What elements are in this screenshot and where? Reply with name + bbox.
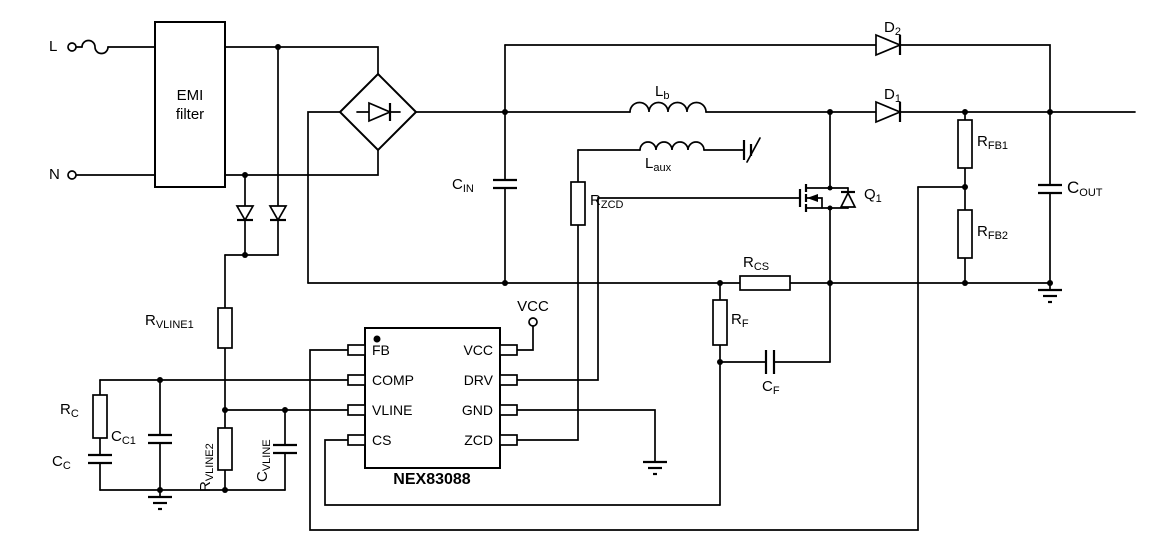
capacitor-cin — [493, 178, 517, 190]
inductor-lb — [629, 101, 707, 113]
pin-label-zcd: ZCD — [464, 432, 493, 448]
resistor-rf — [712, 299, 728, 346]
line-terminal-circle — [67, 42, 77, 52]
neutral-terminal-circle — [67, 170, 77, 180]
label-rfb1: RFB1 — [977, 133, 1009, 152]
pin-stub-zcd — [499, 434, 518, 446]
pin-label-cs: CS — [372, 432, 392, 448]
diode-d2-symbol — [875, 33, 903, 57]
resistor-rcs — [739, 275, 791, 291]
capacitor-cout — [1038, 183, 1062, 195]
mosfet-q1-symbol — [798, 184, 857, 212]
label-cf: CF — [762, 378, 780, 397]
fuse-symbol — [81, 39, 109, 55]
label-cvline: CVLINE — [254, 439, 273, 482]
label-d2: D2 — [884, 19, 901, 38]
pin-label-fb: FB — [372, 342, 390, 358]
resistor-rfb1 — [957, 119, 973, 169]
label-cin: CIN — [452, 176, 474, 195]
emi-filter-label: EMI filter — [155, 86, 225, 124]
pin-stub-vline — [347, 404, 366, 416]
label-rzcd: RZCD — [590, 192, 624, 211]
pin1-marker-dot — [373, 335, 381, 343]
pin-stub-comp — [347, 374, 366, 386]
resistor-rfb2 — [957, 209, 973, 259]
wire-layer — [75, 39, 1136, 531]
capacitor-cvline — [273, 443, 297, 455]
label-rvline1: RVLINE1 — [145, 312, 194, 331]
sense-diode-left — [235, 205, 255, 222]
label-rvline2: RVLINE2 — [197, 443, 216, 492]
resistor-rvline1 — [217, 307, 233, 349]
label-cout: COUT — [1067, 178, 1103, 200]
label-laux: Laux — [645, 155, 672, 174]
ground-symbol-left — [148, 495, 172, 511]
label-q1: Q1 — [864, 186, 882, 205]
resistor-rc — [92, 394, 108, 439]
pin-label-vline: VLINE — [372, 402, 413, 418]
capacitor-cf — [764, 350, 776, 374]
bridge-rectifier-symbol — [338, 72, 418, 152]
emi-filter-line1: EMI — [176, 87, 204, 104]
pin-stub-cs — [347, 434, 366, 446]
emi-filter-box — [154, 21, 226, 188]
label-cc1: CC1 — [111, 428, 136, 447]
sense-diode-right — [268, 205, 288, 222]
ic-part-number: NEX83088 — [393, 471, 471, 488]
pin-stub-fb — [347, 344, 366, 356]
q1-body-diode — [839, 191, 857, 208]
emi-filter-line2: filter — [175, 106, 205, 123]
capacitor-cc1 — [148, 433, 172, 445]
pin-label-comp: COMP — [372, 372, 414, 388]
label-rf: RF — [731, 311, 749, 330]
ic-nex83088-body — [347, 327, 518, 469]
resistor-rzcd — [570, 181, 586, 226]
pin-stub-gnd — [499, 404, 518, 416]
label-lb: Lb — [655, 83, 670, 102]
diode-d1-symbol — [875, 100, 903, 124]
pin-label-drv: DRV — [463, 372, 493, 388]
label-rcs: RCS — [743, 254, 770, 273]
capacitor-cc — [88, 453, 112, 465]
label-vcc-terminal: VCC — [517, 298, 549, 315]
pin-label-gnd: GND — [461, 402, 493, 418]
label-d1: D1 — [884, 86, 901, 105]
label-cc: CC — [52, 453, 71, 472]
vcc-terminal-circle — [528, 317, 538, 327]
label-rfb2: RFB2 — [977, 223, 1009, 242]
resistor-rvline2 — [217, 427, 233, 471]
label-rc: RC — [60, 401, 79, 420]
junction-dots — [157, 44, 1053, 493]
inductor-laux — [639, 141, 705, 151]
pin-stub-drv — [499, 374, 518, 386]
pin-stub-vcc — [499, 344, 518, 356]
chassis-ground-laux — [742, 137, 761, 163]
pin-label-vcc: VCC — [463, 342, 493, 358]
label-neutral-terminal: N — [49, 166, 60, 183]
ground-symbol-ic — [643, 460, 667, 476]
ground-symbol-cout — [1038, 288, 1062, 304]
label-line-terminal: L — [49, 38, 58, 55]
